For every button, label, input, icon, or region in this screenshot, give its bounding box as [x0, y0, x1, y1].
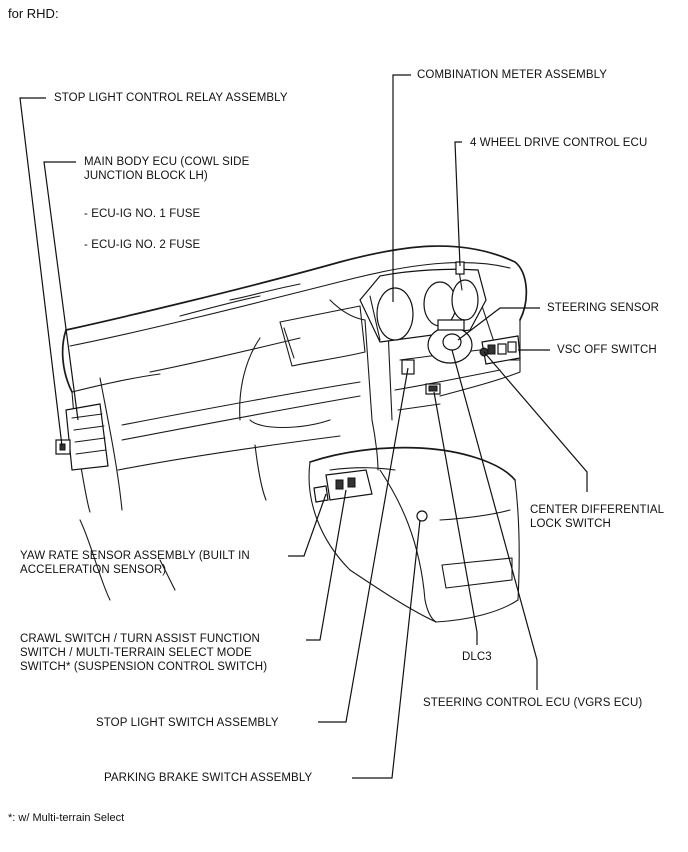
label-main-body-ecu-line2: JUNCTION BLOCK LH) [84, 170, 208, 182]
dashboard-outline [61, 245, 528, 623]
label-dlc3: DLC3 [462, 651, 492, 663]
label-center-diff-lock-line2: LOCK SWITCH [530, 518, 611, 530]
combination-meter-graphic [359, 261, 487, 364]
leader-lines [19, 74, 588, 779]
main-body-ecu-graphic [55, 403, 109, 471]
label-crawl-switch-line1: CRAWL SWITCH / TURN ASSIST FUNCTION [20, 633, 260, 645]
label-stop-light-switch: STOP LIGHT SWITCH ASSEMBLY [96, 717, 279, 729]
label-main-body-ecu-line1: MAIN BODY ECU (COWL SIDE [84, 156, 250, 168]
label-ecu-ig-no2-fuse: - ECU-IG NO. 2 FUSE [84, 239, 201, 251]
label-combination-meter: COMBINATION METER ASSEMBLY [417, 69, 608, 81]
switch-panel-graphic [479, 335, 521, 365]
label-yaw-rate-line1: YAW RATE SENSOR ASSEMBLY (BUILT IN [20, 550, 250, 562]
label-steering-control-ecu: STEERING CONTROL ECU (VGRS ECU) [423, 697, 643, 709]
label-parking-brake-switch: PARKING BRAKE SWITCH ASSEMBLY [104, 772, 313, 784]
label-crawl-switch-line2: SWITCH / MULTI-TERRAIN SELECT MODE [20, 647, 252, 659]
label-stop-light-control-relay: STOP LIGHT CONTROL RELAY ASSEMBLY [54, 92, 288, 104]
label-4wd-control-ecu: 4 WHEEL DRIVE CONTROL ECU [470, 137, 648, 149]
label-steering-sensor: STEERING SENSOR [547, 302, 660, 314]
label-yaw-rate-line2: ACCELERATION SENSOR) [20, 564, 167, 576]
label-center-diff-lock-line1: CENTER DIFFERENTIAL [530, 504, 665, 516]
center-parts-graphic [313, 359, 441, 522]
page-title: for RHD: [8, 6, 59, 21]
label-crawl-switch-line3: SWITCH* (SUSPENSION CONTROL SWITCH) [20, 661, 268, 673]
label-vsc-off-switch: VSC OFF SWITCH [557, 344, 657, 356]
label-ecu-ig-no1-fuse: - ECU-IG NO. 1 FUSE [84, 208, 201, 220]
footnote: *: w/ Multi-terrain Select [8, 812, 125, 824]
